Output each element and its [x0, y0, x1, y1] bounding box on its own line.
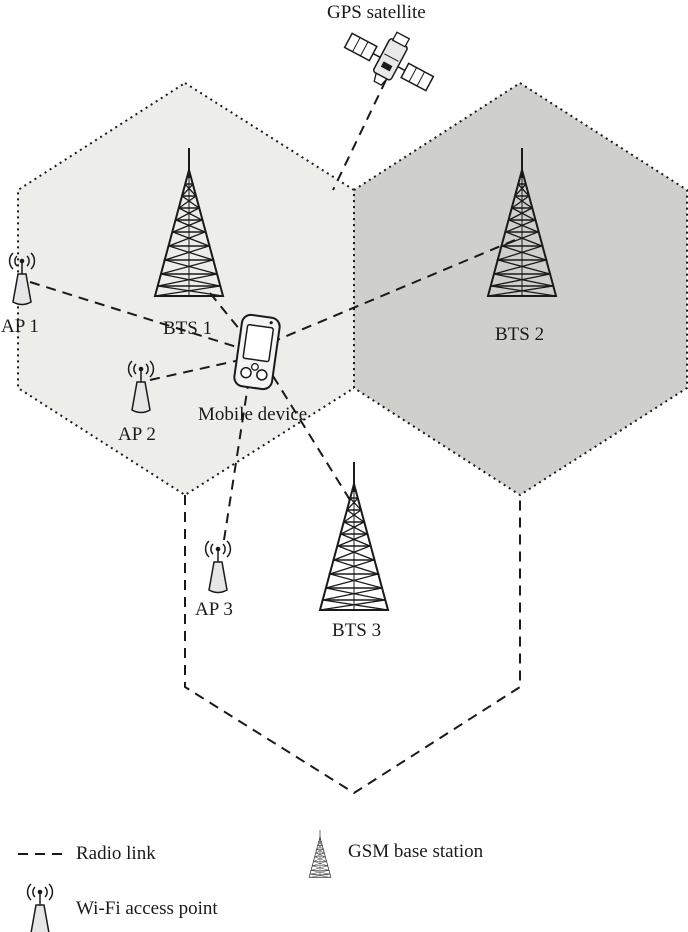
bts2-label: BTS 2	[495, 324, 544, 345]
ap2-label: AP 2	[118, 424, 156, 445]
legend-gsm-tower-icon	[308, 829, 332, 878]
radio-link-bts2	[276, 239, 516, 341]
legend: Radio link Wi-Fi access point GSM base s…	[18, 829, 484, 932]
legend-wifi-icon	[26, 883, 54, 932]
ap1-label: AP 1	[1, 316, 39, 337]
gps-satellite-icon	[343, 31, 435, 92]
bts1-label: BTS 1	[163, 318, 212, 339]
bts3-label: BTS 3	[332, 620, 381, 641]
radio-link-bts1	[209, 292, 241, 331]
cell-bts2-hexagon	[353, 81, 688, 497]
legend-wifi-label: Wi-Fi access point	[76, 898, 218, 919]
ap3-label: AP 3	[195, 599, 233, 620]
cell-bts3-hexagon	[184, 495, 521, 795]
mobile-device-label: Mobile device	[198, 404, 307, 425]
radio-link-ap2	[149, 359, 241, 381]
legend-radio-link-label: Radio link	[76, 843, 156, 864]
legend-gsm-label: GSM base station	[348, 841, 484, 862]
ap3-wifi-icon	[204, 540, 232, 594]
mobile-device-icon	[233, 313, 281, 391]
radio-link-gps	[332, 79, 387, 191]
gps-satellite-label: GPS satellite	[327, 2, 426, 23]
radio-link-ap1	[29, 281, 241, 349]
cell-bts1-hexagon	[17, 81, 355, 497]
radio-link-ap3	[223, 384, 249, 541]
radio-links	[29, 79, 516, 541]
radio-link-bts3	[272, 375, 351, 501]
bts3-tower-icon	[319, 461, 389, 611]
